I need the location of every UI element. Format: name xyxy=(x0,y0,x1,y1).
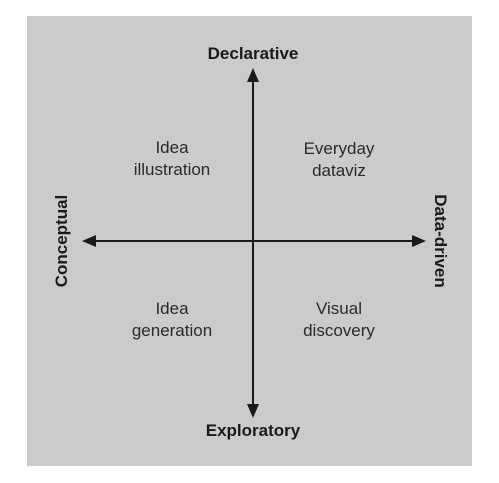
axis-label-data-driven: Data-driven xyxy=(431,194,450,288)
quadrant-idea-generation: Idea generation xyxy=(87,298,257,342)
quadrant-label-line: discovery xyxy=(303,321,375,340)
quadrant-visual-discovery: Visual discovery xyxy=(254,298,424,342)
quadrant-label-line: Everyday xyxy=(303,139,375,158)
quadrant-label-line: Visual xyxy=(316,299,362,318)
quadrant-label-line: Idea xyxy=(155,299,189,318)
arrow-down-icon xyxy=(247,404,259,418)
axis-label-exploratory: Exploratory xyxy=(205,421,301,440)
arrow-up-icon xyxy=(247,68,259,82)
quadrant-label-line: illustration xyxy=(133,160,211,179)
quadrant-label-line: generation xyxy=(131,321,213,340)
quadrant-everyday-dataviz: Everyday dataviz xyxy=(254,138,424,182)
axis-label-declarative: Declarative xyxy=(207,44,299,63)
axis-label-conceptual: Conceptual xyxy=(52,194,71,288)
arrow-right-icon xyxy=(412,235,426,247)
arrow-left-icon xyxy=(82,235,96,247)
quadrant-idea-illustration: Idea illustration xyxy=(87,137,257,181)
quadrant-label-line: dataviz xyxy=(312,161,366,180)
quadrant-label-line: Idea xyxy=(155,138,189,157)
